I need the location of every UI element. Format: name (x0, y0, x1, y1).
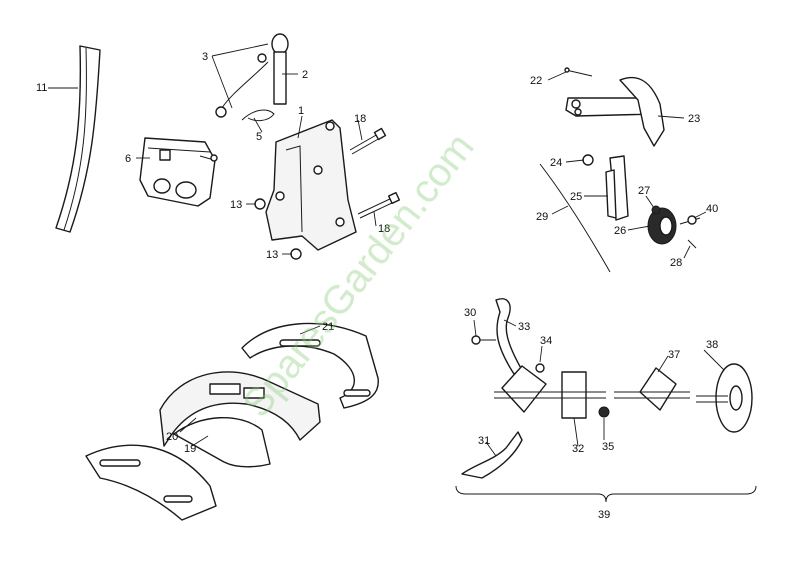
callout-27: 27 (638, 185, 650, 197)
callout-20: 20 (166, 431, 178, 443)
part-35-bolt (598, 406, 610, 418)
callout-26: 26 (614, 225, 626, 237)
part-31-tine (461, 431, 523, 479)
callout-21: 21 (322, 321, 334, 333)
part-28-bolt (687, 239, 697, 249)
callout-34: 34 (540, 335, 552, 347)
callout-32: 32 (572, 443, 584, 455)
part-29-wire (539, 163, 611, 273)
callout-38: 38 (706, 339, 718, 351)
part-34-washer (535, 363, 545, 373)
callout-labels: 11 6 3 2 5 1 18 18 13 13 22 23 24 25 27 … (36, 51, 718, 521)
callout-40: 40 (706, 203, 718, 215)
part-37-flange (614, 367, 690, 411)
callout-33: 33 (518, 321, 530, 333)
callout-19: 19 (184, 443, 196, 455)
part-3-cord (215, 53, 269, 118)
part-22-pin (564, 67, 593, 77)
callout-35: 35 (602, 441, 614, 453)
callout-29: 29 (536, 211, 548, 223)
part-25-bracket (605, 155, 629, 221)
part-24-nut (582, 154, 594, 166)
part-6-clamp-bracket (139, 137, 218, 207)
part-11-shank (55, 45, 101, 233)
callout-28: 28 (670, 257, 682, 269)
part-40-axle (679, 215, 701, 225)
callout-22: 22 (530, 75, 542, 87)
part-20-skid-plate (85, 444, 217, 521)
callout-2: 2 (302, 69, 308, 81)
part-19-fender (159, 371, 321, 468)
group-39-bracket (455, 485, 757, 503)
callout-18-upper: 18 (354, 113, 366, 125)
part-18-bolt-lower (357, 191, 401, 219)
part-2-pin (271, 33, 289, 105)
callout-37: 37 (668, 349, 680, 361)
part-23-wheel-arm (565, 76, 665, 147)
part-32-hub (494, 371, 606, 419)
callout-1: 1 (298, 105, 304, 117)
part-13-nut-upper (254, 198, 266, 210)
part-38-disc (696, 363, 753, 433)
callout-3: 3 (202, 51, 208, 63)
callout-30: 30 (464, 307, 476, 319)
part-5-clip (241, 109, 275, 122)
callout-13-upper: 13 (230, 199, 242, 211)
callout-23: 23 (688, 113, 700, 125)
callout-6: 6 (125, 153, 131, 165)
part-26-wheel (647, 207, 677, 245)
leader-lines (48, 43, 725, 457)
part-30-bolt (471, 335, 496, 345)
part-18-bolt-upper (349, 127, 387, 155)
part-rotor-flange-a (501, 365, 547, 413)
part-1-mounting-plate (265, 119, 357, 251)
callout-39: 39 (598, 509, 610, 521)
callout-18-lower: 18 (378, 223, 390, 235)
callout-13-lower: 13 (266, 249, 278, 261)
part-21-shield (241, 322, 379, 409)
part-13-nut-lower (290, 248, 302, 260)
callout-5: 5 (256, 131, 262, 143)
callout-25: 25 (570, 191, 582, 203)
callout-31: 31 (478, 435, 490, 447)
callout-11: 11 (36, 82, 47, 94)
part-33-tine (495, 298, 523, 375)
callout-24: 24 (550, 157, 562, 169)
